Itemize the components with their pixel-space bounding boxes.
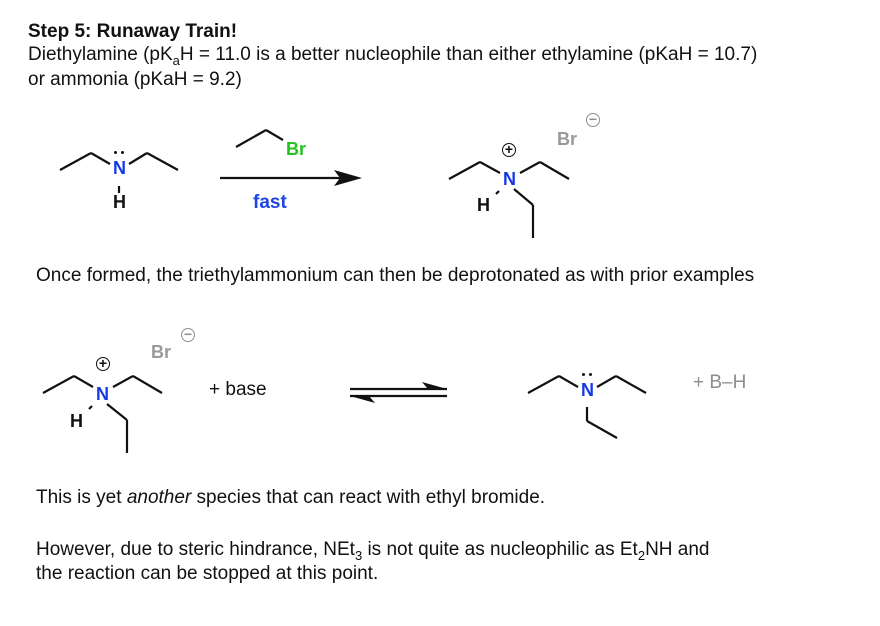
arrow-label-fast: fast — [253, 192, 287, 213]
diethylamine-bonds — [59, 152, 179, 193]
footer-text: This is yet — [36, 487, 127, 508]
subscript-3: 3 — [354, 548, 363, 563]
nitrogen-atom: N — [581, 380, 594, 400]
nitrogen-atom: N — [96, 384, 109, 404]
equilibrium-reverse-head — [350, 396, 375, 403]
intro-line-2: or ammonia (pKaH = 9.2) — [28, 69, 242, 90]
lone-pair-dot — [121, 151, 124, 154]
intro-text: Diethylamine (pK — [28, 44, 173, 65]
hydrogen-atom: H — [113, 192, 126, 212]
triethylamine-bonds — [527, 375, 647, 439]
positive-charge-icon: + — [96, 356, 110, 371]
equilibrium-forward-head — [422, 382, 447, 389]
intro-line-1: Diethylamine (pKaH = 11.0 is a better nu… — [28, 44, 757, 72]
footer-text: However, due to steric hindrance, NEt — [36, 539, 355, 560]
nitrogen-atom: N — [503, 169, 516, 189]
ethyl-bromide-bonds — [235, 129, 284, 148]
footer-paragraph-1: This is yet another species that can rea… — [36, 487, 545, 509]
reaction-arrowhead — [334, 170, 362, 186]
subscript-2: 2 — [637, 548, 646, 563]
hydrogen-atom: H — [477, 195, 490, 215]
middle-text: Once formed, the triethylammonium can th… — [36, 265, 755, 286]
intro-text-cont: H = 11.0 is a better nucleophile than ei… — [179, 44, 758, 65]
hydrogen-atom: H — [70, 411, 83, 431]
negative-charge-icon: − — [181, 327, 195, 342]
lone-pair-dot — [589, 373, 592, 376]
negative-charge-icon: − — [586, 112, 600, 127]
bromide-ion: Br — [557, 129, 578, 149]
bromide-ion: Br — [151, 342, 172, 362]
page-title: Step 5: Runaway Train! — [28, 21, 238, 42]
footer-text-cont: species that can react with ethyl bromid… — [191, 487, 546, 508]
footer-text-cont: is not quite as nucleophilic as Et — [362, 539, 638, 560]
bromine-atom: Br — [286, 139, 307, 159]
byproduct-bh: + B–H — [693, 372, 747, 393]
footer-paragraph-2-line-1: However, due to steric hindrance, NEt3 i… — [36, 539, 710, 567]
lone-pair-dot — [582, 373, 585, 376]
triethylammonium-bonds-1 — [448, 161, 570, 238]
subscript-a: a — [172, 53, 180, 68]
triethylammonium-bonds-2 — [42, 375, 163, 453]
footer-emphasis: another — [126, 487, 192, 508]
plus-base-text: + base — [209, 379, 267, 400]
positive-charge-icon: + — [502, 142, 516, 157]
nitrogen-atom: N — [113, 158, 126, 178]
lone-pair-dot — [114, 151, 117, 154]
footer-text-end: NH and — [645, 539, 710, 560]
footer-paragraph-2-line-2: the reaction can be stopped at this poin… — [36, 563, 379, 584]
